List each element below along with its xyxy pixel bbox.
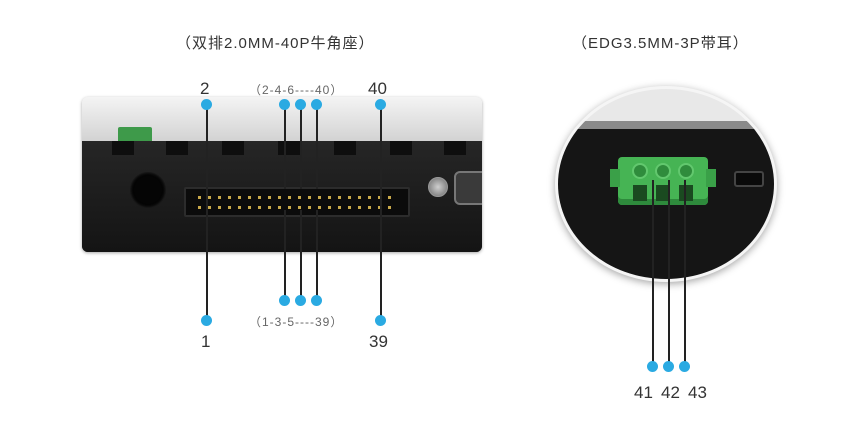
marker-dot-pin-40 bbox=[375, 99, 386, 110]
marker-dot-pin-39 bbox=[375, 315, 386, 326]
device-photo-left bbox=[82, 97, 482, 252]
marker-dot-pin-41 bbox=[647, 361, 658, 372]
leader-line-even-4 bbox=[300, 104, 302, 189]
db-serial-port bbox=[454, 171, 482, 205]
pin-label-41: 41 bbox=[634, 383, 653, 402]
even-pin-range-label: （2-4-6----40） bbox=[249, 83, 344, 97]
right-caption: （EDG3.5MM-3P带耳） bbox=[572, 35, 749, 52]
marker-dot-odd-1 bbox=[279, 295, 290, 306]
40-pin-header-connector bbox=[184, 187, 410, 217]
marker-dot-pin-43 bbox=[679, 361, 690, 372]
marker-dot-even-2 bbox=[279, 99, 290, 110]
leader-line-even-6 bbox=[316, 104, 318, 189]
pin-label-1: 1 bbox=[201, 332, 211, 351]
screw-icon bbox=[428, 177, 448, 197]
marker-dot-pin-42 bbox=[663, 361, 674, 372]
screw-icon bbox=[655, 163, 671, 179]
odd-pin-range-label: （1-3-5----39） bbox=[249, 315, 344, 329]
pin-label-2: 2 bbox=[200, 79, 210, 98]
marker-dot-pin-1 bbox=[201, 315, 212, 326]
leader-line-pin-41 bbox=[652, 180, 654, 366]
marker-dot-odd-5 bbox=[311, 295, 322, 306]
green-terminal-plug bbox=[118, 127, 152, 143]
marker-dot-odd-3 bbox=[295, 295, 306, 306]
screw-icon bbox=[678, 163, 694, 179]
screw-icon bbox=[632, 163, 648, 179]
left-caption: （双排2.0MM-40P牛角座） bbox=[176, 35, 375, 52]
marker-dot-even-6 bbox=[311, 99, 322, 110]
pin-label-39: 39 bbox=[369, 332, 388, 351]
leader-line-odd-3 bbox=[300, 210, 302, 300]
leader-line-pin-2-1 bbox=[206, 104, 208, 320]
leader-line-even-2 bbox=[284, 104, 286, 189]
leader-line-pin-40-39 bbox=[380, 104, 382, 320]
pin-label-43: 43 bbox=[688, 383, 707, 402]
leader-line-pin-42 bbox=[668, 180, 670, 366]
3-pin-terminal-plug bbox=[610, 157, 716, 205]
leader-line-odd-1 bbox=[284, 210, 286, 300]
pin-label-40: 40 bbox=[368, 79, 387, 98]
zoom-circle-terminal bbox=[555, 86, 777, 282]
leader-line-odd-5 bbox=[316, 210, 318, 300]
round-port-hole bbox=[130, 172, 166, 208]
usb-port bbox=[734, 171, 764, 187]
pin-label-42: 42 bbox=[661, 383, 680, 402]
marker-dot-even-4 bbox=[295, 99, 306, 110]
marker-dot-pin-2 bbox=[201, 99, 212, 110]
leader-line-pin-43 bbox=[684, 180, 686, 366]
